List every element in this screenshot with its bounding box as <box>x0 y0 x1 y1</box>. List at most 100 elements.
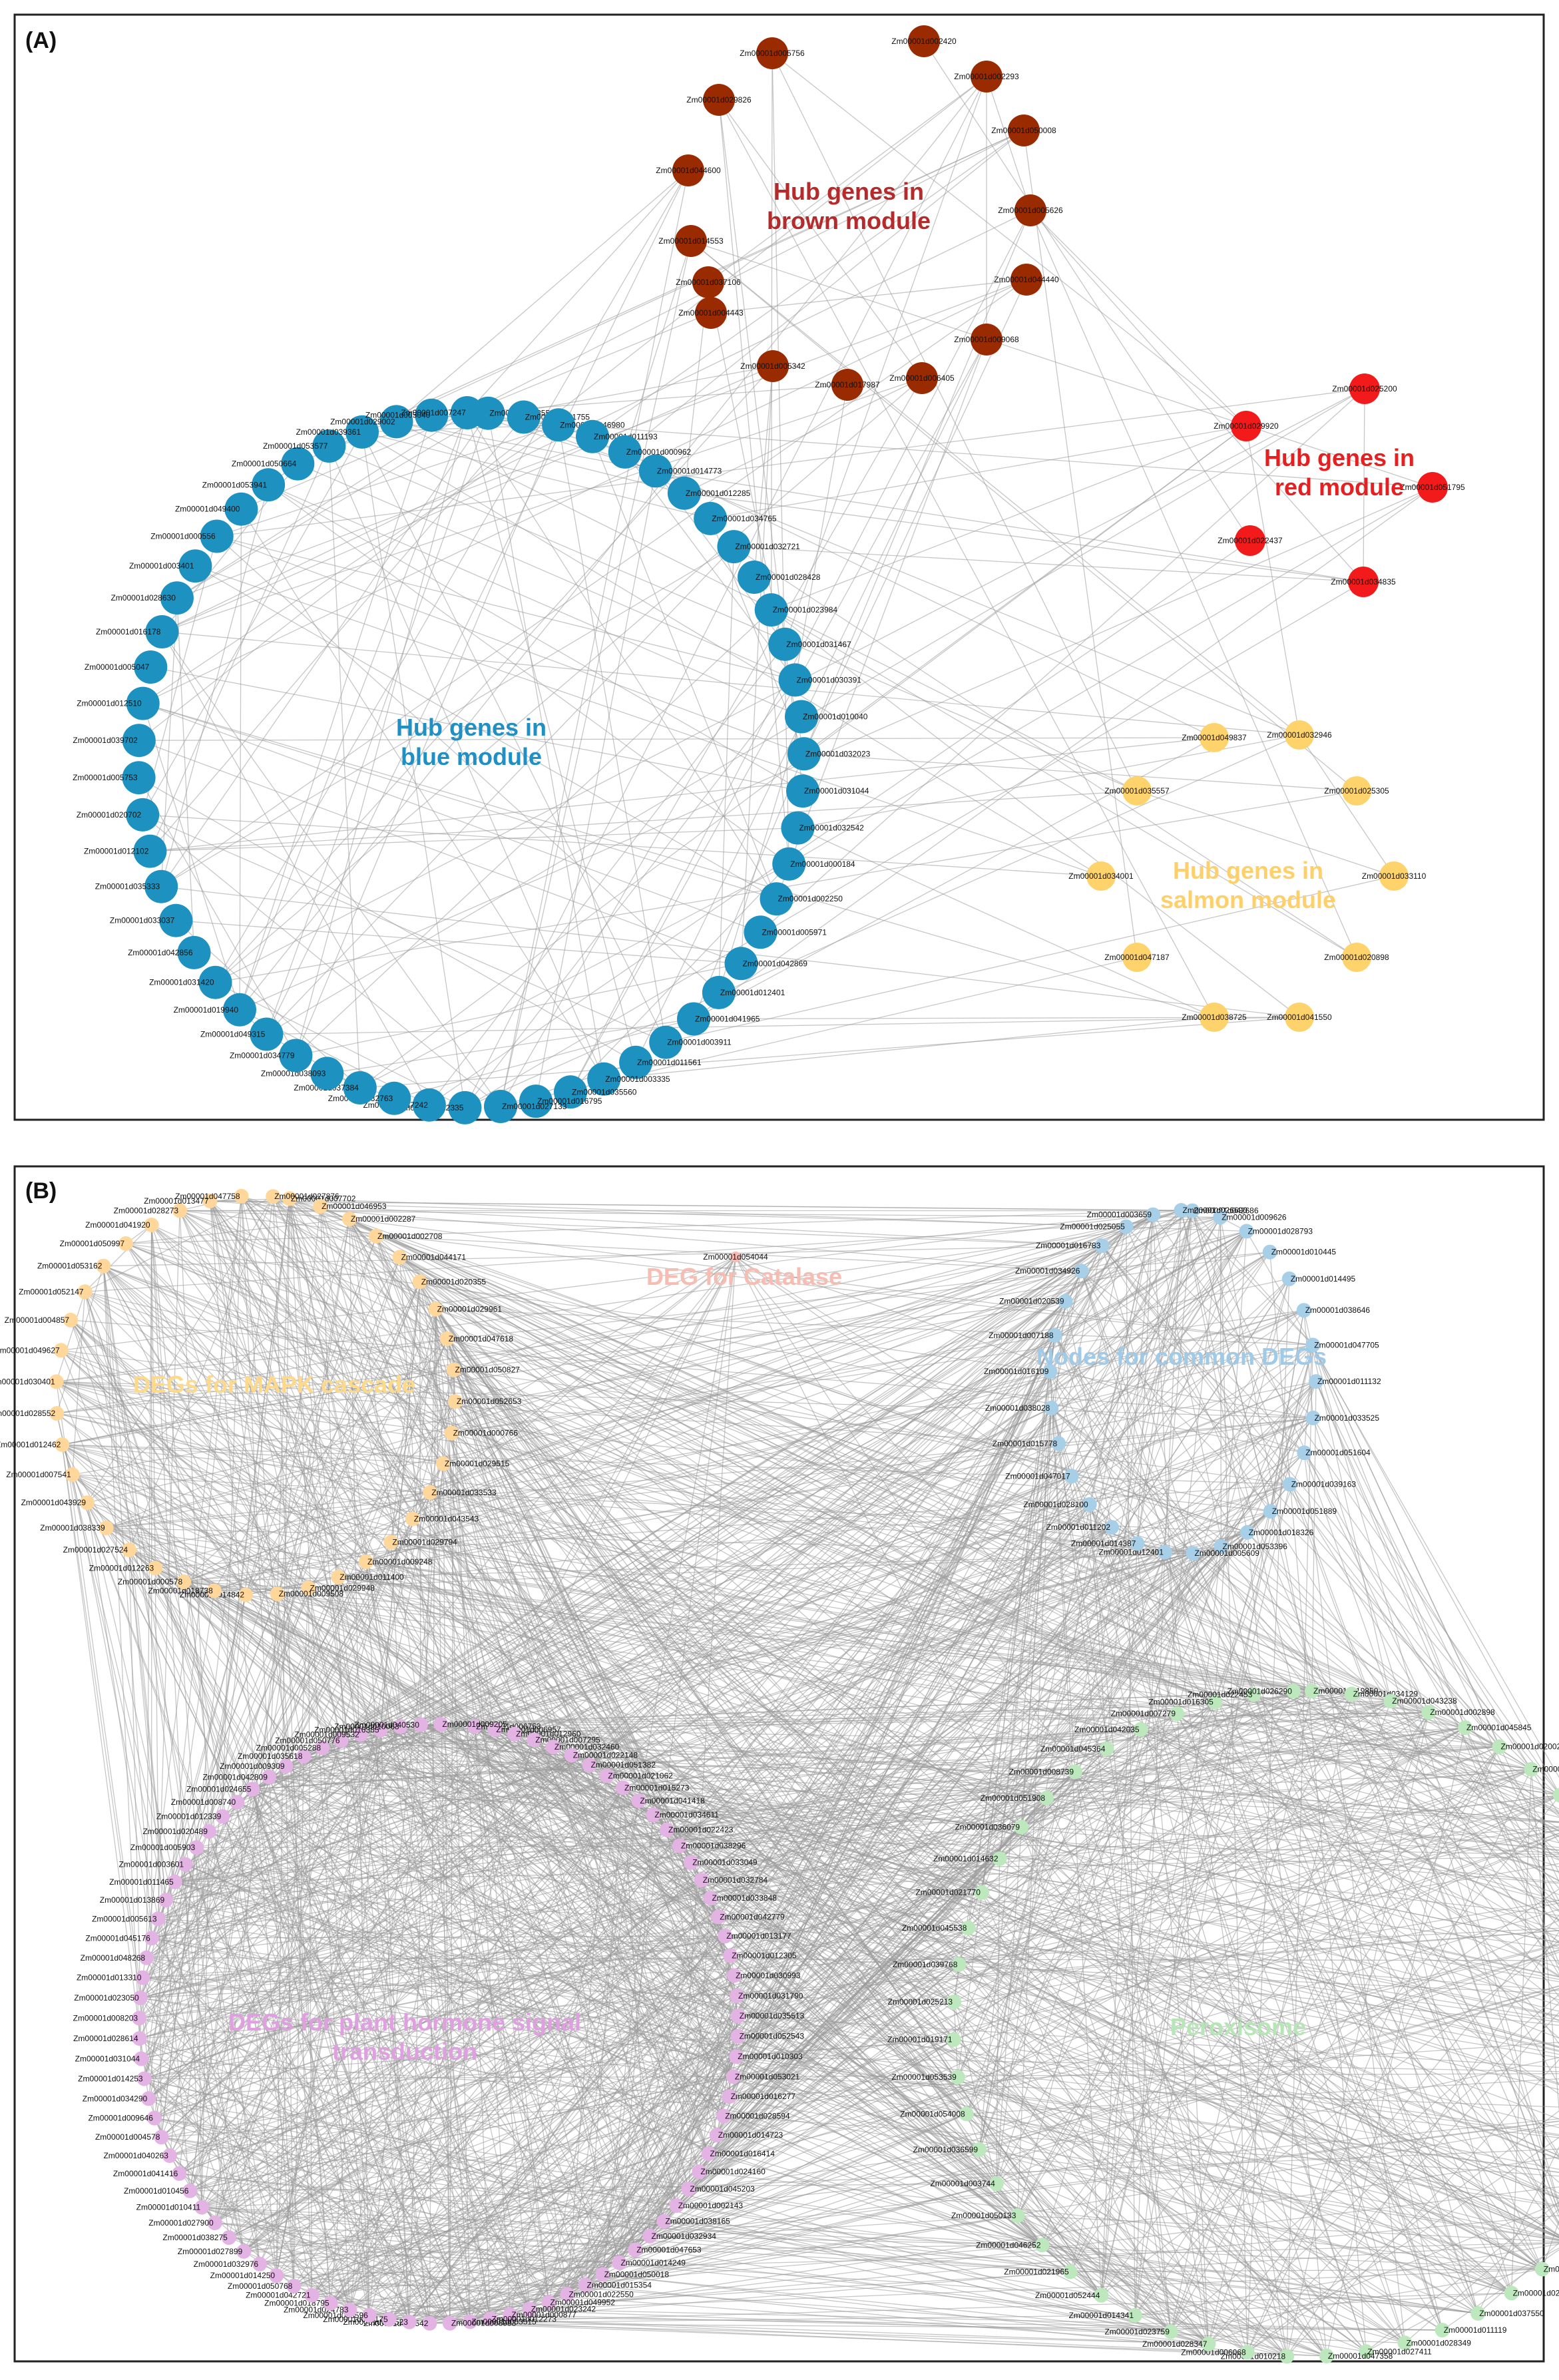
gene-node[interactable]: Zm00001d034611 <box>646 1807 719 1823</box>
gene-node[interactable]: Zm00001d039163 <box>1282 1477 1357 1492</box>
gene-node-circle[interactable] <box>136 2071 152 2086</box>
gene-node[interactable]: Zm00001d014773 <box>638 454 722 488</box>
gene-node-circle[interactable] <box>718 1929 733 1944</box>
gene-node[interactable]: Zm00001d020898 <box>1324 943 1389 972</box>
gene-node-circle[interactable] <box>1200 1003 1229 1032</box>
gene-node-circle[interactable] <box>312 429 346 463</box>
gene-node-circle[interactable] <box>49 1406 65 1421</box>
gene-node-circle[interactable] <box>189 1840 204 1855</box>
gene-node-circle[interactable] <box>701 2146 716 2162</box>
gene-node-circle[interactable] <box>134 650 168 684</box>
gene-node-circle[interactable] <box>711 1909 726 1925</box>
gene-node-circle[interactable] <box>1122 776 1152 806</box>
gene-node-circle[interactable] <box>906 362 938 394</box>
gene-node-circle[interactable] <box>296 1749 312 1764</box>
gene-node[interactable]: Zm00001d046252 <box>976 2238 1050 2253</box>
gene-node[interactable]: Zm00001d050776 <box>275 1733 349 1748</box>
gene-node-circle[interactable] <box>266 1189 281 1204</box>
gene-node-circle[interactable] <box>959 2106 974 2122</box>
gene-node[interactable]: Zm00001d044600 <box>656 154 721 186</box>
gene-node[interactable]: Zm00001d038165 <box>656 2214 730 2229</box>
gene-node-circle[interactable] <box>785 700 818 734</box>
gene-node-circle[interactable] <box>703 84 735 116</box>
gene-node-circle[interactable] <box>787 737 821 771</box>
gene-node[interactable]: Zm00001d013477 <box>144 1193 218 1208</box>
gene-node-circle[interactable] <box>681 2182 696 2197</box>
gene-node-circle[interactable] <box>55 1437 70 1452</box>
gene-node[interactable]: Zm00001d042869 <box>724 947 808 981</box>
gene-node[interactable]: Zm00001d038646 <box>1296 1303 1371 1318</box>
gene-node-circle[interactable] <box>694 1873 709 1887</box>
gene-node-circle[interactable] <box>1285 1003 1314 1032</box>
gene-node[interactable]: Zm00001d005040 <box>365 398 449 432</box>
gene-node-circle[interactable] <box>224 492 258 526</box>
gene-node[interactable]: Zm00001d035618 <box>238 1749 312 1764</box>
gene-node-circle[interactable] <box>463 2314 478 2329</box>
gene-node-circle[interactable] <box>628 2242 643 2258</box>
gene-node-circle[interactable] <box>238 1587 254 1602</box>
gene-node-circle[interactable] <box>560 2287 575 2302</box>
gene-node-circle[interactable] <box>132 2011 147 2026</box>
gene-node[interactable]: Zm00001d037106 <box>676 266 741 298</box>
gene-node[interactable]: Zm00001d020489 <box>142 1824 216 1839</box>
gene-node-circle[interactable] <box>1379 861 1409 891</box>
gene-node[interactable]: Zm00001d027411 <box>1359 2344 1432 2359</box>
gene-node-circle[interactable] <box>576 419 609 453</box>
gene-node[interactable]: Zm00001d051795 <box>1400 472 1465 503</box>
gene-node-circle[interactable] <box>587 1062 621 1096</box>
gene-node-circle[interactable] <box>132 2031 147 2046</box>
gene-node[interactable]: Zm00001d024160 <box>692 2164 766 2180</box>
gene-node[interactable]: Zm00001d009205 <box>433 1717 507 1732</box>
gene-node[interactable]: Zm00001d031790 <box>730 1988 803 2003</box>
gene-node[interactable]: Zm00001d013310 <box>77 1970 150 1985</box>
gene-node-circle[interactable] <box>1130 1536 1145 1551</box>
gene-node[interactable]: Zm00001d004578 <box>95 2130 169 2145</box>
gene-node-circle[interactable] <box>223 993 256 1027</box>
gene-node[interactable]: Zm00001d034835 <box>1331 567 1396 597</box>
gene-node[interactable]: Zm00001d028630 <box>111 581 194 615</box>
gene-node-circle[interactable] <box>281 447 315 481</box>
gene-node-circle[interactable] <box>167 1874 182 1889</box>
gene-node-circle[interactable] <box>1201 2336 1216 2351</box>
gene-node-circle[interactable] <box>724 947 758 981</box>
gene-node[interactable]: Zm00001d010445 <box>1262 1244 1337 1260</box>
gene-node[interactable]: Zm00001d047653 <box>628 2242 702 2258</box>
gene-node[interactable]: Zm00001d047618 <box>439 1331 514 1346</box>
gene-node[interactable]: Zm00001d007247 <box>401 396 484 429</box>
gene-node-circle[interactable] <box>433 1717 449 1732</box>
gene-node[interactable]: Zm00001d009068 <box>954 324 1019 356</box>
gene-node[interactable]: Zm00001d053162 <box>37 1258 111 1274</box>
gene-node-circle[interactable] <box>345 415 379 449</box>
gene-node-circle[interactable] <box>483 2311 498 2327</box>
gene-node[interactable]: Zm00001d014723 <box>709 2128 783 2143</box>
gene-node[interactable]: Zm00001d016109 <box>984 1364 1058 1379</box>
gene-node-circle[interactable] <box>176 1574 192 1589</box>
gene-node-circle[interactable] <box>381 2311 397 2327</box>
gene-node-circle[interactable] <box>595 2267 610 2282</box>
gene-node[interactable]: Zm00001d034001 <box>1068 861 1134 891</box>
gene-node-circle[interactable] <box>144 1931 159 1946</box>
gene-node-circle[interactable] <box>144 1218 159 1232</box>
gene-node[interactable]: Zm00001d027133 <box>484 1090 567 1123</box>
gene-node-circle[interactable] <box>1010 264 1042 296</box>
gene-node[interactable]: Zm00001d005288 <box>256 1740 330 1756</box>
gene-node[interactable]: Zm00001d042035 <box>1074 1722 1148 1737</box>
gene-node-circle[interactable] <box>448 1090 482 1124</box>
gene-node[interactable]: Zm00001d005613 <box>92 1911 166 1927</box>
gene-node-circle[interactable] <box>1263 1504 1278 1519</box>
gene-node-circle[interactable] <box>405 1511 420 1527</box>
gene-node-circle[interactable] <box>49 1374 64 1389</box>
gene-node-circle[interactable] <box>301 1580 316 1596</box>
gene-node-circle[interactable] <box>694 501 728 535</box>
gene-node[interactable]: Zm00001d053515 <box>463 2314 537 2329</box>
gene-node[interactable]: Zm00001d007702 <box>282 1191 356 1206</box>
gene-node[interactable]: Zm00001d042779 <box>711 1909 785 1925</box>
gene-node[interactable]: Zm00001d024655 <box>186 1782 260 1797</box>
gene-node-circle[interactable] <box>1094 2287 1109 2303</box>
gene-node-circle[interactable] <box>638 454 672 488</box>
gene-node-circle[interactable] <box>442 2315 457 2331</box>
gene-node[interactable]: Zm00001d008739 <box>1009 1764 1082 1780</box>
gene-node-circle[interactable] <box>252 468 286 502</box>
gene-node-circle[interactable] <box>1099 1742 1114 1756</box>
gene-node-circle[interactable] <box>727 1968 742 1983</box>
